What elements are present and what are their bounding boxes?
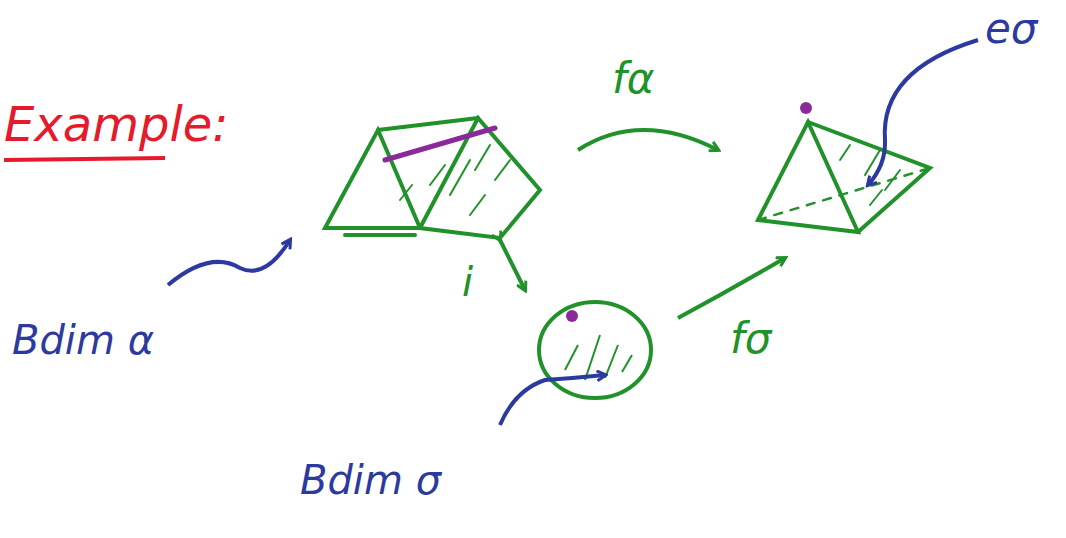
pointer-arrow — [500, 375, 605, 425]
pointer-arrow — [868, 40, 978, 185]
disk-figure — [539, 302, 651, 398]
example-heading: Example: — [4, 100, 228, 148]
map-label: fσ — [730, 318, 771, 360]
pointer-arrow — [168, 240, 290, 285]
cell-label: eσ — [985, 8, 1037, 50]
map-arrow — [578, 130, 718, 150]
inclusion-arrow — [500, 240, 525, 290]
map-label: fα — [612, 58, 654, 100]
ball-label: Bdim σ — [300, 460, 441, 500]
complex-figure — [325, 118, 540, 238]
inclusion-label: i — [462, 262, 473, 302]
ball-label: Bdim α — [12, 320, 154, 360]
underline — [4, 158, 165, 160]
map-arrow — [678, 258, 785, 318]
simplex-figure — [758, 102, 930, 232]
